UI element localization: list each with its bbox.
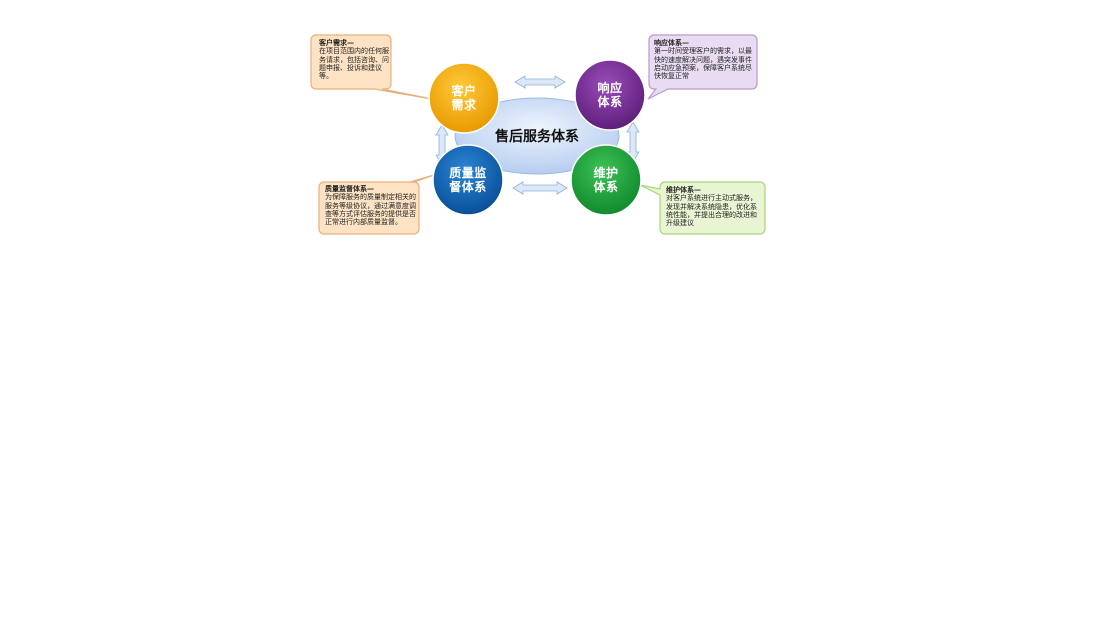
customer-callout-text: 客户需求— 在项目范围内的任何服务请求，包括咨询、问题申报、投诉和建议等。 xyxy=(319,39,393,80)
response-callout-text: 响应体系— 第一时间受理客户的需求，以最快的速度解决问题，遇突发事件启动应急预案… xyxy=(654,39,754,80)
maintenance-callout-box xyxy=(639,181,766,235)
response-callout-box xyxy=(647,34,758,100)
maintenance-node-label: 维护 体系 xyxy=(593,166,619,194)
customer-node-circle xyxy=(428,62,500,134)
quality-node-circle xyxy=(432,144,504,216)
response-callout-title: 响应体系— xyxy=(654,39,689,47)
response-node-label: 响应 体系 xyxy=(597,81,623,109)
customer-node-label: 客户 需求 xyxy=(451,84,477,112)
customer-callout-body: 在项目范围内的任何服务请求，包括咨询、问题申报、投诉和建议等。 xyxy=(319,47,389,81)
quality-callout-body: 为保障服务的质量制定相关的服务等级协议，通过满意度调查等方式评估服务的提供是否正… xyxy=(325,193,416,227)
center-ellipse xyxy=(454,97,620,175)
arrow-bottom xyxy=(512,181,568,195)
customer-callout-title: 客户需求— xyxy=(319,39,354,47)
center-label: 售后服务体系 xyxy=(495,129,579,145)
arrow-top xyxy=(514,75,566,89)
maintenance-node-circle xyxy=(570,144,642,216)
response-node-circle xyxy=(574,59,646,131)
diagram-canvas xyxy=(310,34,766,235)
quality-callout-title: 质量监督体系— xyxy=(325,185,374,193)
maintenance-callout-text: 维护体系— 对客户系统进行主动式服务，发现并解决系统隐患，优化系统性能，并提出合… xyxy=(666,186,762,227)
quality-node-label: 质量监 督体系 xyxy=(449,166,487,194)
maintenance-callout-body: 对客户系统进行主动式服务，发现并解决系统隐患，优化系统性能，并提出合理的改进和升… xyxy=(666,194,757,228)
quality-callout-text: 质量监督体系— 为保障服务的质量制定相关的服务等级协议，通过满意度调查等方式评估… xyxy=(325,185,417,226)
quality-callout-box xyxy=(318,174,435,235)
customer-callout-box xyxy=(310,34,433,100)
maintenance-callout-title: 维护体系— xyxy=(666,186,701,194)
response-callout-body: 第一时间受理客户的需求，以最快的速度解决问题，遇突发事件启动应急预案，保障客户系… xyxy=(654,47,752,81)
service-system-diagram: 售后服务体系 客户 需求 响应 体系 质量监 督体系 维护 体系 客户需求— 在… xyxy=(300,30,770,242)
